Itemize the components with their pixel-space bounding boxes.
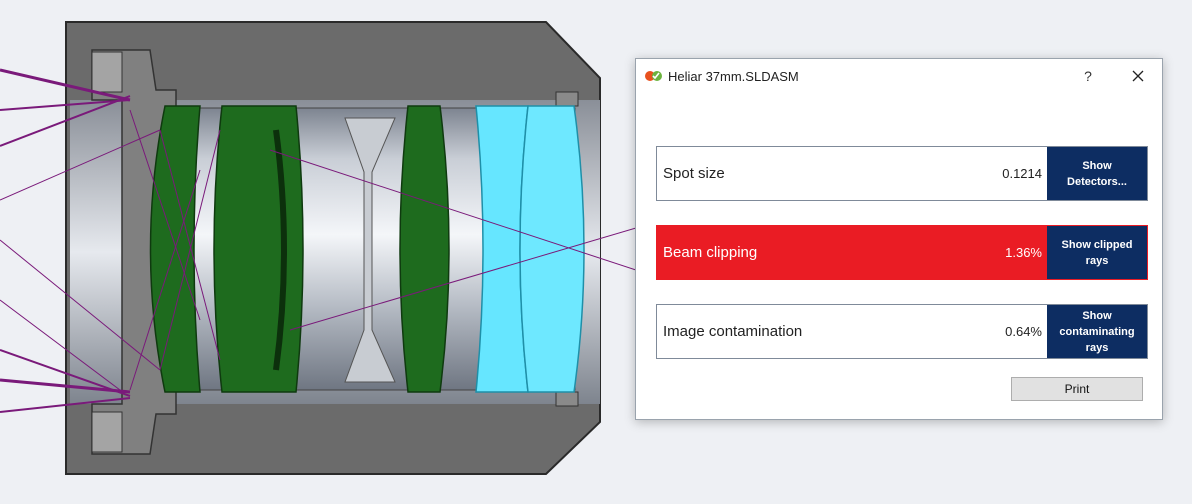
help-button[interactable]: ? [1084,68,1092,84]
print-button[interactable]: Print [1011,377,1143,401]
analysis-dialog: Heliar 37mm.SLDASM ? Spot size 0.1214 Sh… [635,58,1163,420]
image-contamination-row: Image contamination 0.64% Show contamina… [656,304,1148,359]
image-contamination-label: Image contamination [663,323,803,340]
lens-element-5 [519,105,585,393]
close-button[interactable] [1126,65,1150,87]
image-contamination-value: 0.64% [1005,324,1042,339]
ray-trace [0,68,637,413]
dialog-title: Heliar 37mm.SLDASM [668,69,799,84]
dialog-titlebar: Heliar 37mm.SLDASM ? [636,59,1162,93]
show-contaminating-rays-button[interactable]: Show contaminating rays [1047,305,1147,358]
show-detectors-button[interactable]: Show Detectors... [1047,147,1147,200]
lens-element-2 [213,105,304,393]
close-icon [1132,70,1144,82]
spot-size-label: Spot size [663,165,725,182]
beam-clipping-value: 1.36% [1005,245,1042,260]
spot-size-row: Spot size 0.1214 Show Detectors... [656,146,1148,201]
app-logo-icon [645,71,662,81]
lens-element-center [344,117,396,383]
spot-size-value: 0.1214 [1002,166,1042,181]
show-clipped-rays-button[interactable]: Show clipped rays [1047,226,1147,279]
beam-clipping-row: Beam clipping 1.36% Show clipped rays [656,225,1148,280]
beam-clipping-label: Beam clipping [663,244,758,261]
lens-element-3 [399,105,450,393]
